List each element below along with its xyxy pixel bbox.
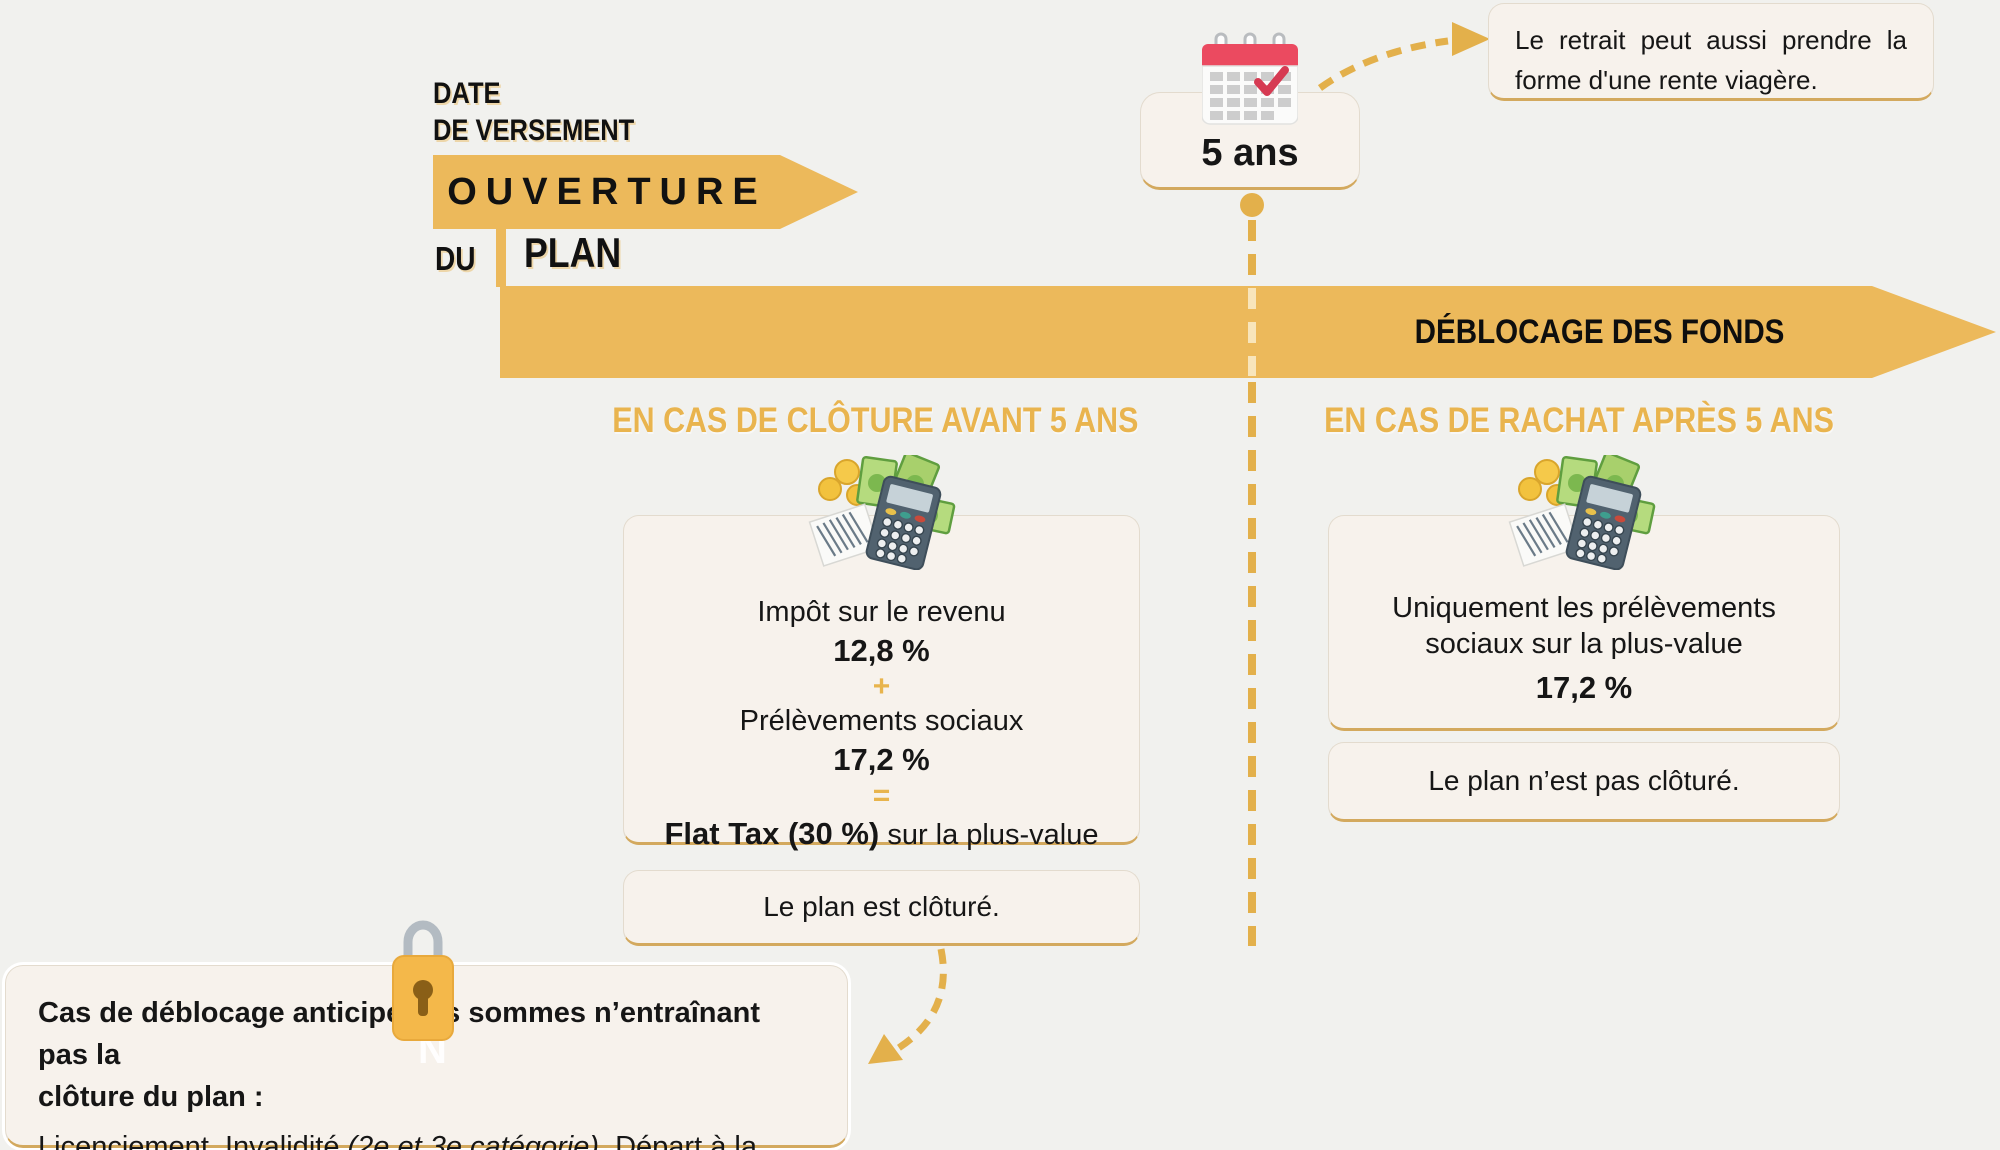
left-tax-line2: Prélèvements sociaux xyxy=(739,704,1024,737)
date-line2: DE VERSEMENT xyxy=(433,113,635,147)
right-status-box: Le plan n’est pas clôturé. xyxy=(1328,742,1840,822)
early-release-connector-arrow xyxy=(895,948,947,1052)
date-line1: DATE xyxy=(433,77,501,110)
right-status-text: Le plan n’est pas clôturé. xyxy=(1428,765,1740,796)
annuity-note-text: Le retrait peut aussi prendre la forme d… xyxy=(1515,25,1907,96)
right-tax-lines: Uniquement les prélèvements sociaux sur … xyxy=(1392,592,1776,661)
padlock-icon xyxy=(392,920,454,1041)
left-column-heading: EN CAS DE CLÔTURE AVANT 5 ANS xyxy=(611,401,1139,440)
left-status-box: Le plan est clôturé. xyxy=(623,870,1140,946)
money-calculator-icon xyxy=(1508,455,1658,575)
divider-dot xyxy=(1240,193,1264,217)
banner-connector-strip xyxy=(496,229,506,287)
early-release-title-line2: clôture du plan : xyxy=(38,1081,264,1114)
date-versement-label: DATE DE VERSEMENT xyxy=(433,76,670,149)
early-release-body-post: , Départ à la retraite. xyxy=(598,1131,757,1150)
early-release-body: Licenciement, Invalidité (2e et 3e catég… xyxy=(38,1126,815,1150)
flat-tax-rest: sur la plus-value xyxy=(879,819,1099,851)
left-tax-line1: Impôt sur le revenu xyxy=(757,596,1006,628)
calendar-icon xyxy=(1202,32,1298,125)
money-calculator-icon xyxy=(808,455,958,575)
left-tax-value2: 17,2 % xyxy=(833,741,930,777)
plus-operator: + xyxy=(872,670,891,703)
left-status-text: Le plan est clôturé. xyxy=(763,891,1000,922)
equals-operator: = xyxy=(872,778,891,812)
milestone-label: 5 ans xyxy=(1201,131,1299,174)
early-release-body-italic: (2e et 3e catégorie) xyxy=(347,1131,599,1150)
ouverture-banner-label: OUVERTURE xyxy=(447,170,767,213)
left-tax-box: Impôt sur le revenu 12,8 % + Prélèvement… xyxy=(623,515,1140,851)
annuity-connector-arrowhead xyxy=(1452,22,1490,56)
flat-tax-bold: Flat Tax (30 %) xyxy=(664,816,880,851)
right-column-heading: EN CAS DE RACHAT APRÈS 5 ANS xyxy=(1324,401,1834,440)
left-tax-result: Flat Tax (30 %) sur la plus-value xyxy=(624,815,1139,854)
early-release-connector-arrowhead xyxy=(868,1034,903,1064)
left-tax-value1: 12,8 % xyxy=(833,633,930,669)
du-label: DU xyxy=(435,240,476,277)
timeline-arrow-label: DÉBLOCAGE DES FONDS xyxy=(1415,312,1785,351)
annuity-connector-arrow xyxy=(1317,37,1449,91)
annuity-note-box: Le retrait peut aussi prendre la forme d… xyxy=(1488,3,1934,101)
right-tax-box: Uniquement les prélèvements sociaux sur … xyxy=(1328,515,1840,731)
right-tax-value: 17,2 % xyxy=(1535,669,1633,705)
early-release-body-pre: Licenciement, Invalidité xyxy=(38,1131,348,1150)
ouverture-banner-shape xyxy=(433,155,858,229)
plan-label: PLAN xyxy=(524,229,622,276)
